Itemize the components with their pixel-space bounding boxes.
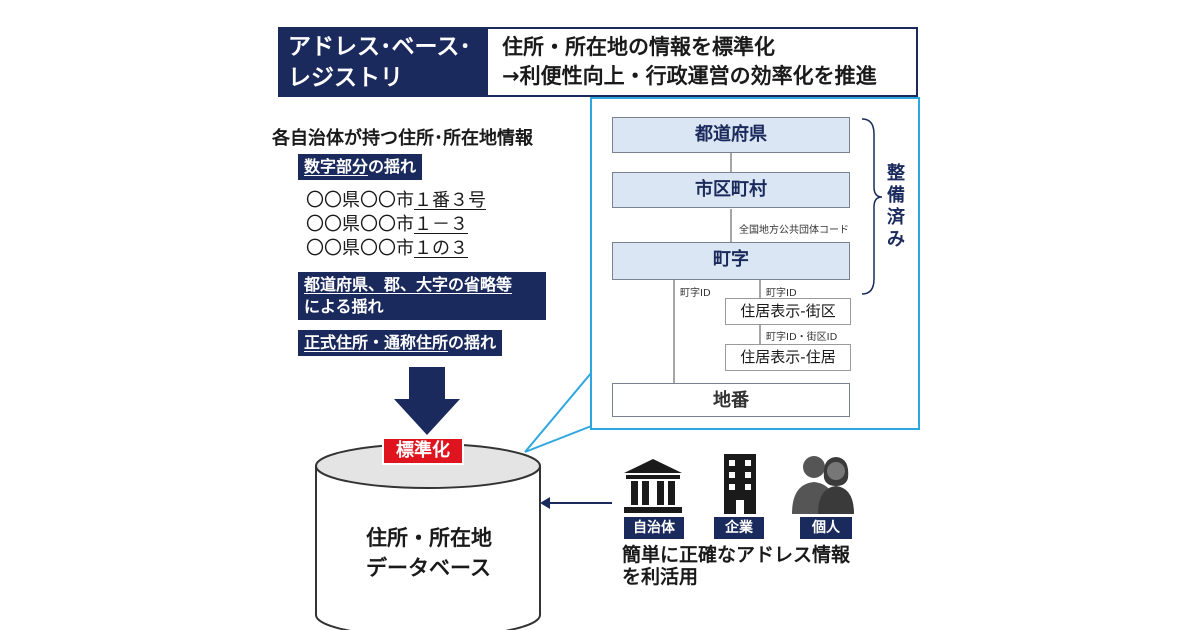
municipality-code-note: 全国地方公共団体コード — [739, 225, 849, 236]
variation-tag-abbreviation-line1: 都道府県、郡、大字の省略等 — [304, 275, 513, 294]
header-title-line1: アドレス･ベース･ — [288, 34, 471, 60]
down-arrow-icon — [394, 367, 460, 435]
header-title-line2: レジストリ — [288, 65, 403, 91]
callout-line-left — [524, 371, 593, 453]
address-example-1-prefix: 〇〇県〇〇市 — [306, 190, 414, 211]
block-id-label: 町字ID・街区ID — [766, 332, 838, 343]
header-title-block: アドレス･ベース･ レジストリ — [280, 29, 488, 95]
level-lot-number: 地番 — [612, 383, 850, 417]
block-label: 住居表示-街区 — [725, 298, 851, 325]
users-caption-line2: を利活用 — [622, 566, 699, 588]
database-cylinder-icon — [315, 443, 541, 630]
variation-tag-numbers-rest: の揺れ — [368, 157, 417, 176]
user-label-municipality: 自治体 — [624, 517, 684, 539]
address-example-3: 〇〇県〇〇市１の３ — [306, 238, 468, 260]
users-caption-line1: 簡単に正確なアドレス情報 — [622, 544, 851, 566]
address-example-2-prefix: 〇〇県〇〇市 — [306, 214, 414, 235]
government-building-icon — [624, 459, 682, 513]
users-arrow-head-icon — [540, 497, 550, 509]
address-example-2-suffix: １－３ — [414, 214, 468, 235]
header-description: 住所・所在地の情報を標準化 →利便性向上・行政運営の効率化を推進 — [502, 33, 877, 91]
header-desc-line2: →利便性向上・行政運営の効率化を推進 — [502, 64, 877, 88]
database-label-line2: データベース — [366, 556, 491, 580]
variation-tag-numbers-underlined: 数字部分 — [304, 157, 369, 176]
left-heading: 各自治体が持つ住所･所在地情報 — [272, 128, 533, 149]
level-municipality: 市区町村 — [612, 172, 850, 208]
level-town: 町字 — [612, 242, 850, 280]
address-example-1-suffix: １番３号 — [414, 190, 486, 211]
residence-label: 住居表示-住居 — [725, 344, 851, 371]
database-label: 住所・所在地 データベース — [366, 523, 492, 583]
standardize-label: 標準化 — [382, 437, 464, 465]
header-desc-line1: 住所・所在地の情報を標準化 — [502, 35, 775, 59]
variation-tag-official: 正式住所・通称住所の揺れ — [298, 330, 503, 356]
office-building-icon — [724, 454, 756, 514]
address-example-3-prefix: 〇〇県〇〇市 — [306, 238, 414, 259]
people-icon — [792, 456, 854, 514]
user-label-company: 企業 — [714, 517, 764, 539]
variation-tag-official-underlined: 正式住所・通称住所 — [304, 333, 449, 352]
address-example-2: 〇〇県〇〇市１－３ — [306, 214, 468, 236]
town-id-left: 町字ID — [680, 288, 711, 299]
header-banner: アドレス･ベース･ レジストリ 住所・所在地の情報を標準化 →利便性向上・行政運… — [278, 27, 918, 97]
variation-tag-abbreviation-line2: による揺れ — [304, 297, 384, 316]
bracket-icon — [861, 118, 883, 295]
user-label-individual: 個人 — [800, 517, 852, 539]
address-example-3-suffix: １の３ — [414, 238, 468, 259]
variation-tag-abbreviation: 都道府県、郡、大字の省略等 による揺れ — [298, 272, 546, 320]
variation-tag-numbers: 数字部分の揺れ — [298, 154, 423, 180]
level-prefecture: 都道府県 — [612, 117, 850, 153]
hierarchy-lines — [673, 118, 883, 383]
town-id-right: 町字ID — [766, 288, 797, 299]
callout-line-right — [524, 424, 595, 453]
address-example-1: 〇〇県〇〇市１番３号 — [306, 190, 486, 212]
bracket-label: 整備済み — [887, 163, 905, 250]
database-label-line1: 住所・所在地 — [366, 526, 492, 550]
hierarchy-panel: 都道府県 市区町村 全国地方公共団体コード 町字 町字ID 町字ID 住居表示-… — [590, 97, 920, 430]
users-caption: 簡単に正確なアドレス情報 を利活用 — [622, 544, 850, 588]
variation-tag-official-rest: の揺れ — [448, 333, 497, 352]
